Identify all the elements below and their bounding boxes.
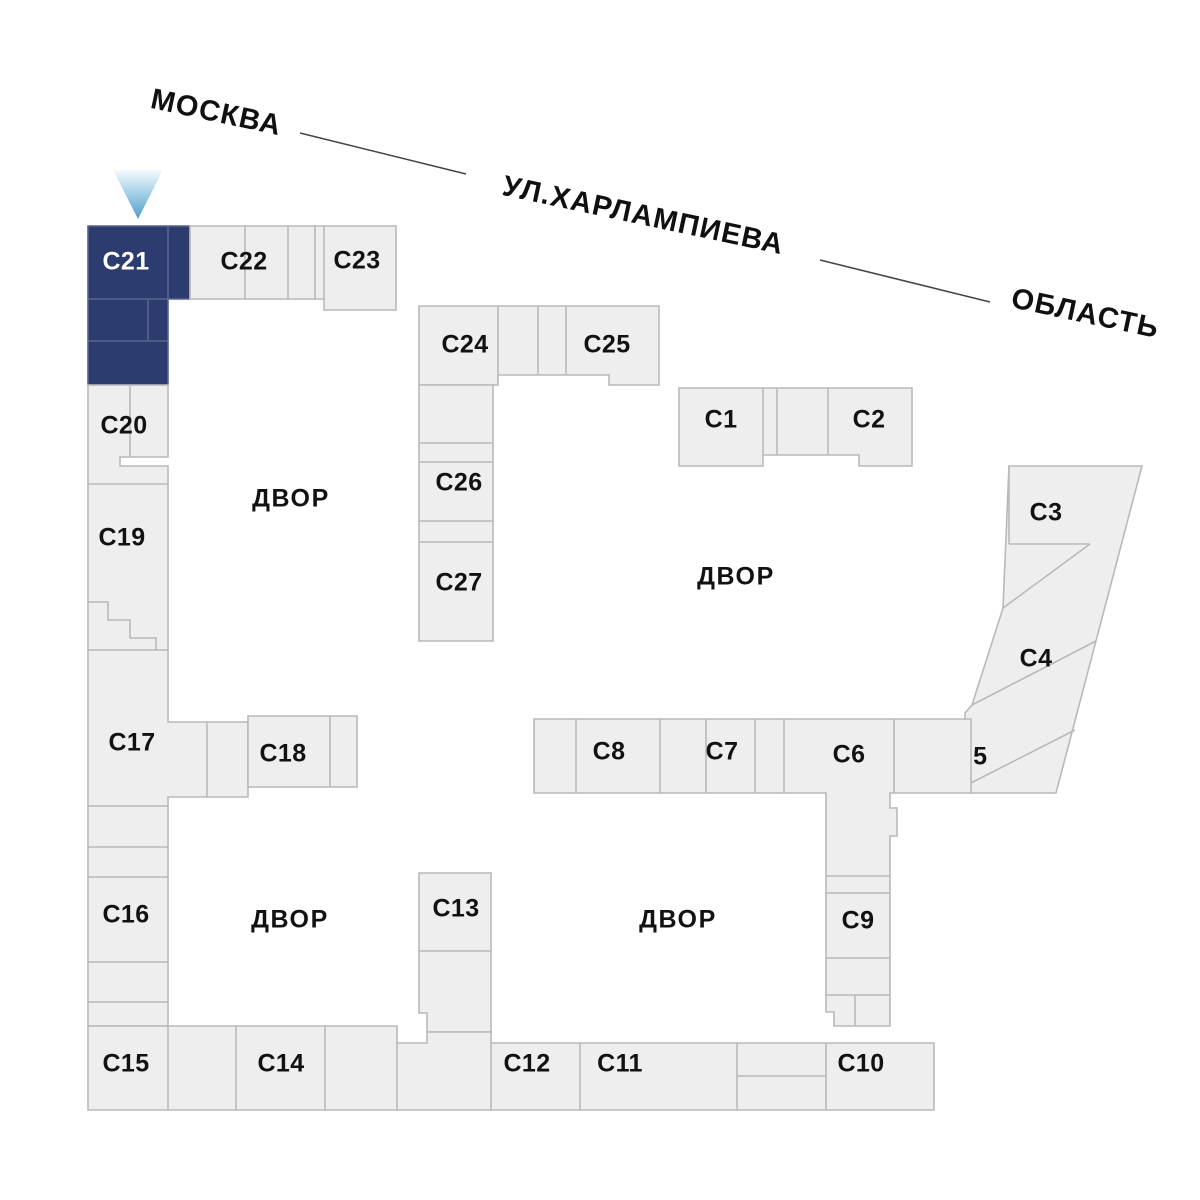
block-C24-C25-dividers — [497, 306, 567, 375]
yard-label-northeast: ДВОР — [697, 563, 775, 591]
block-label-C8: C8 — [593, 738, 626, 766]
block-label-C23: C23 — [333, 247, 380, 275]
block-label-C2: C2 — [853, 406, 886, 434]
block-label-C9: C9 — [842, 907, 875, 935]
block-label-C12: C12 — [503, 1050, 550, 1078]
location-marker — [113, 170, 163, 219]
block-C26-C27-dividers — [419, 442, 493, 543]
block-group-bottom: C15 C14 C12 C11 C10 — [87, 1025, 935, 1111]
block-C1-C2-dividers — [762, 388, 829, 455]
block-label-C17: C17 — [108, 729, 155, 757]
block-label-C27: C27 — [435, 569, 482, 597]
label-moskva: МОСКВА — [148, 83, 285, 142]
block-C26-C27[interactable] — [418, 384, 494, 642]
street-leader-right — [819, 259, 991, 303]
block-bottom-row-dividers — [167, 1026, 827, 1110]
block-group-left-spine: C20 C19 C17 C16 — [87, 384, 249, 1027]
block-C3-C4-C5-dividers — [964, 466, 1097, 787]
block-label-C26: C26 — [435, 469, 482, 497]
location-marker-triangle — [113, 170, 163, 219]
block-label-C18: C18 — [259, 740, 306, 768]
block-group-c13: C13 — [418, 872, 492, 1033]
block-label-C3: C3 — [1030, 499, 1063, 527]
block-label-C7: C7 — [706, 738, 739, 766]
block-label-C13: C13 — [432, 895, 479, 923]
block-label-C19: C19 — [98, 524, 145, 552]
block-label-C10: C10 — [837, 1050, 884, 1078]
block-C22-dividers — [244, 226, 289, 299]
yard-label-southwest: ДВОР — [251, 906, 329, 934]
block-label-C24: C24 — [441, 331, 488, 359]
block-group-center: C24 C25 C26 C27 — [418, 305, 660, 642]
block-label-C25: C25 — [583, 331, 630, 359]
street-leader-left — [299, 132, 467, 175]
block-C6-C7-C8-C9[interactable] — [533, 718, 972, 1027]
block-group-c1-c2: C1 C2 — [678, 387, 913, 467]
block-label-C6: C6 — [833, 741, 866, 769]
block-label-C22: C22 — [220, 248, 267, 276]
block-label-C15: C15 — [102, 1050, 149, 1078]
block-C1-C2[interactable] — [678, 387, 913, 467]
block-label-C20: C20 — [100, 412, 147, 440]
block-bottom-row[interactable] — [87, 1025, 935, 1111]
block-left-spine-dividers — [88, 385, 208, 1003]
label-street-name: УЛ.ХАРЛАМПИЕВА — [500, 170, 787, 261]
block-group-north: C21 C22 C23 — [87, 225, 397, 386]
block-C21-dividers — [88, 226, 169, 342]
block-group-mid-right: C8 C7 C6 C9 — [533, 718, 972, 1027]
block-label-C21: C21 — [102, 248, 149, 276]
block-group-c18: C18 — [247, 715, 358, 788]
label-oblast: ОБЛАСТЬ — [1008, 282, 1162, 345]
yard-label-southeast: ДВОР — [639, 906, 717, 934]
block-label-C16: C16 — [102, 901, 149, 929]
block-group-right-wing: C3 C4 C5 — [955, 465, 1144, 794]
block-label-C14: C14 — [257, 1050, 304, 1078]
block-label-C11: C11 — [597, 1050, 643, 1078]
block-label-C1: C1 — [705, 406, 738, 434]
block-C6-C9-dividers — [575, 719, 895, 1026]
yard-labels: ДВОР ДВОР ДВОР ДВОР — [251, 485, 775, 934]
yard-label-northwest: ДВОР — [252, 485, 330, 513]
block-label-C4: C4 — [1020, 645, 1053, 673]
block-C16-C17-C19-C20[interactable] — [87, 384, 249, 1027]
block-C23[interactable] — [314, 225, 397, 311]
